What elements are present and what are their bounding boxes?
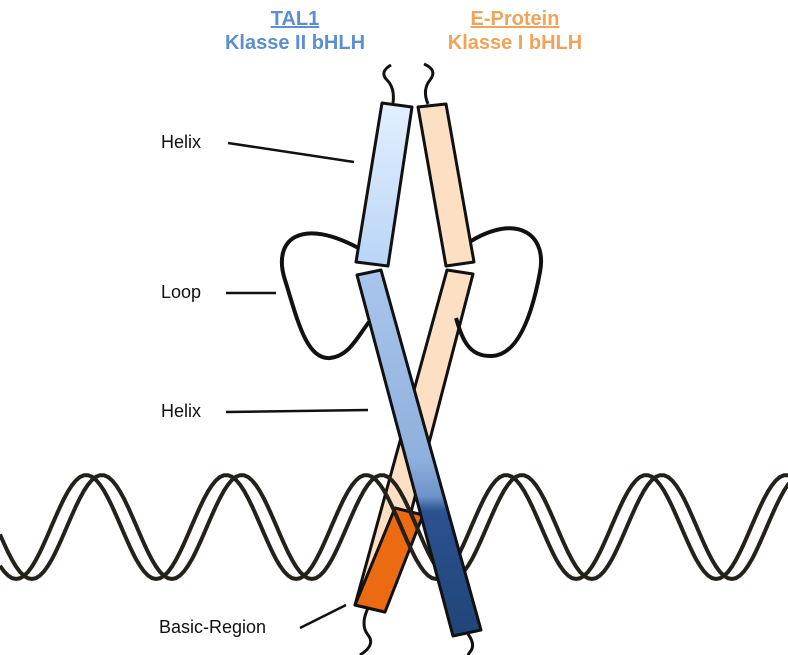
tal1-upper-helix	[356, 65, 412, 266]
label-helix-top: Helix	[161, 132, 201, 153]
eprotein-heading: E-Protein Klasse I bHLH	[425, 7, 605, 55]
tal1-name: TAL1	[210, 7, 380, 31]
leader-basic-region	[300, 605, 346, 628]
tal1-class: Klasse II bHLH	[210, 31, 380, 55]
leader-helix-bottom	[226, 410, 368, 412]
eprotein-name: E-Protein	[425, 7, 605, 31]
label-helix-bottom: Helix	[161, 401, 201, 422]
label-basic-region: Basic-Region	[159, 617, 266, 638]
leader-helix-top	[228, 143, 354, 162]
loop-shapes	[282, 228, 541, 358]
label-loop: Loop	[161, 282, 201, 303]
eprotein-upper-helix	[418, 64, 474, 266]
label-leader-lines	[226, 143, 368, 628]
eprotein-class: Klasse I bHLH	[425, 31, 605, 55]
tal1-heading: TAL1 Klasse II bHLH	[210, 7, 380, 55]
